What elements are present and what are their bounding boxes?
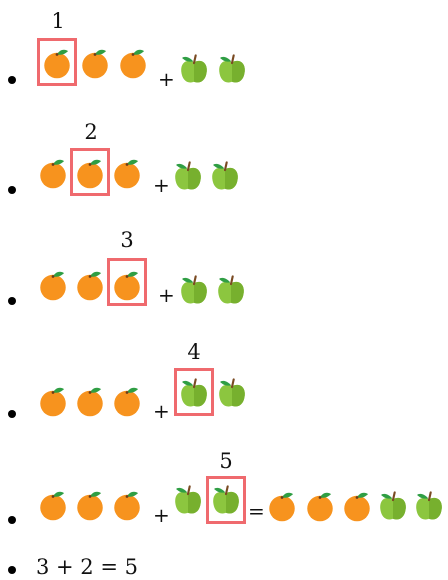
orange-icon bbox=[110, 266, 144, 304]
step-number: 4 bbox=[187, 340, 201, 364]
result-equation: 3 + 2 = 5 bbox=[36, 555, 138, 579]
step-row-3: 3 + bbox=[0, 227, 448, 327]
step-number: 1 bbox=[51, 9, 65, 33]
apple-icon bbox=[177, 50, 211, 88]
bullet bbox=[8, 186, 16, 194]
apple-icon bbox=[177, 374, 211, 412]
apple-icon bbox=[171, 157, 205, 195]
orange-icon bbox=[265, 487, 299, 525]
orange-icon bbox=[78, 44, 112, 82]
orange-icon bbox=[73, 154, 107, 192]
orange-icon bbox=[36, 486, 70, 524]
orange-icon bbox=[110, 486, 144, 524]
bullet bbox=[8, 566, 16, 574]
bullet bbox=[8, 297, 16, 305]
plus-sign: + bbox=[158, 283, 175, 307]
apple-icon bbox=[214, 271, 248, 309]
apple-icon bbox=[208, 157, 242, 195]
step-number: 2 bbox=[84, 120, 98, 144]
apple-icon bbox=[171, 481, 205, 519]
plus-sign: + bbox=[153, 173, 170, 197]
step-row-4: 4 + bbox=[0, 338, 448, 438]
step-number: 3 bbox=[120, 228, 134, 252]
orange-icon bbox=[73, 266, 107, 304]
plus-sign: + bbox=[158, 67, 175, 91]
orange-icon bbox=[40, 44, 74, 82]
orange-icon bbox=[340, 487, 374, 525]
apple-icon bbox=[376, 487, 410, 525]
plus-sign: + bbox=[153, 399, 170, 423]
equals-sign: = bbox=[248, 499, 265, 523]
highlight-box bbox=[107, 258, 147, 306]
highlight-box bbox=[174, 368, 214, 416]
orange-icon bbox=[36, 382, 70, 420]
orange-icon bbox=[36, 266, 70, 304]
step-row-2: 2 + bbox=[0, 112, 448, 212]
orange-icon bbox=[36, 154, 70, 192]
step-row-1: 1 + bbox=[0, 0, 448, 100]
plus-sign: + bbox=[153, 503, 170, 527]
apple-icon bbox=[177, 271, 211, 309]
highlight-box bbox=[37, 38, 77, 86]
bullet bbox=[8, 516, 16, 524]
step-number: 5 bbox=[219, 449, 233, 473]
highlight-box bbox=[70, 148, 110, 196]
orange-icon bbox=[110, 382, 144, 420]
apple-icon bbox=[412, 487, 446, 525]
apple-icon bbox=[209, 481, 243, 519]
orange-icon bbox=[110, 154, 144, 192]
highlight-box bbox=[206, 476, 246, 524]
bullet bbox=[8, 410, 16, 418]
bullet bbox=[8, 76, 16, 84]
orange-icon bbox=[116, 44, 150, 82]
orange-icon bbox=[73, 382, 107, 420]
orange-icon bbox=[73, 486, 107, 524]
apple-icon bbox=[215, 50, 249, 88]
step-row-5: 5 + = bbox=[0, 445, 448, 545]
apple-icon bbox=[215, 374, 249, 412]
orange-icon bbox=[303, 487, 337, 525]
